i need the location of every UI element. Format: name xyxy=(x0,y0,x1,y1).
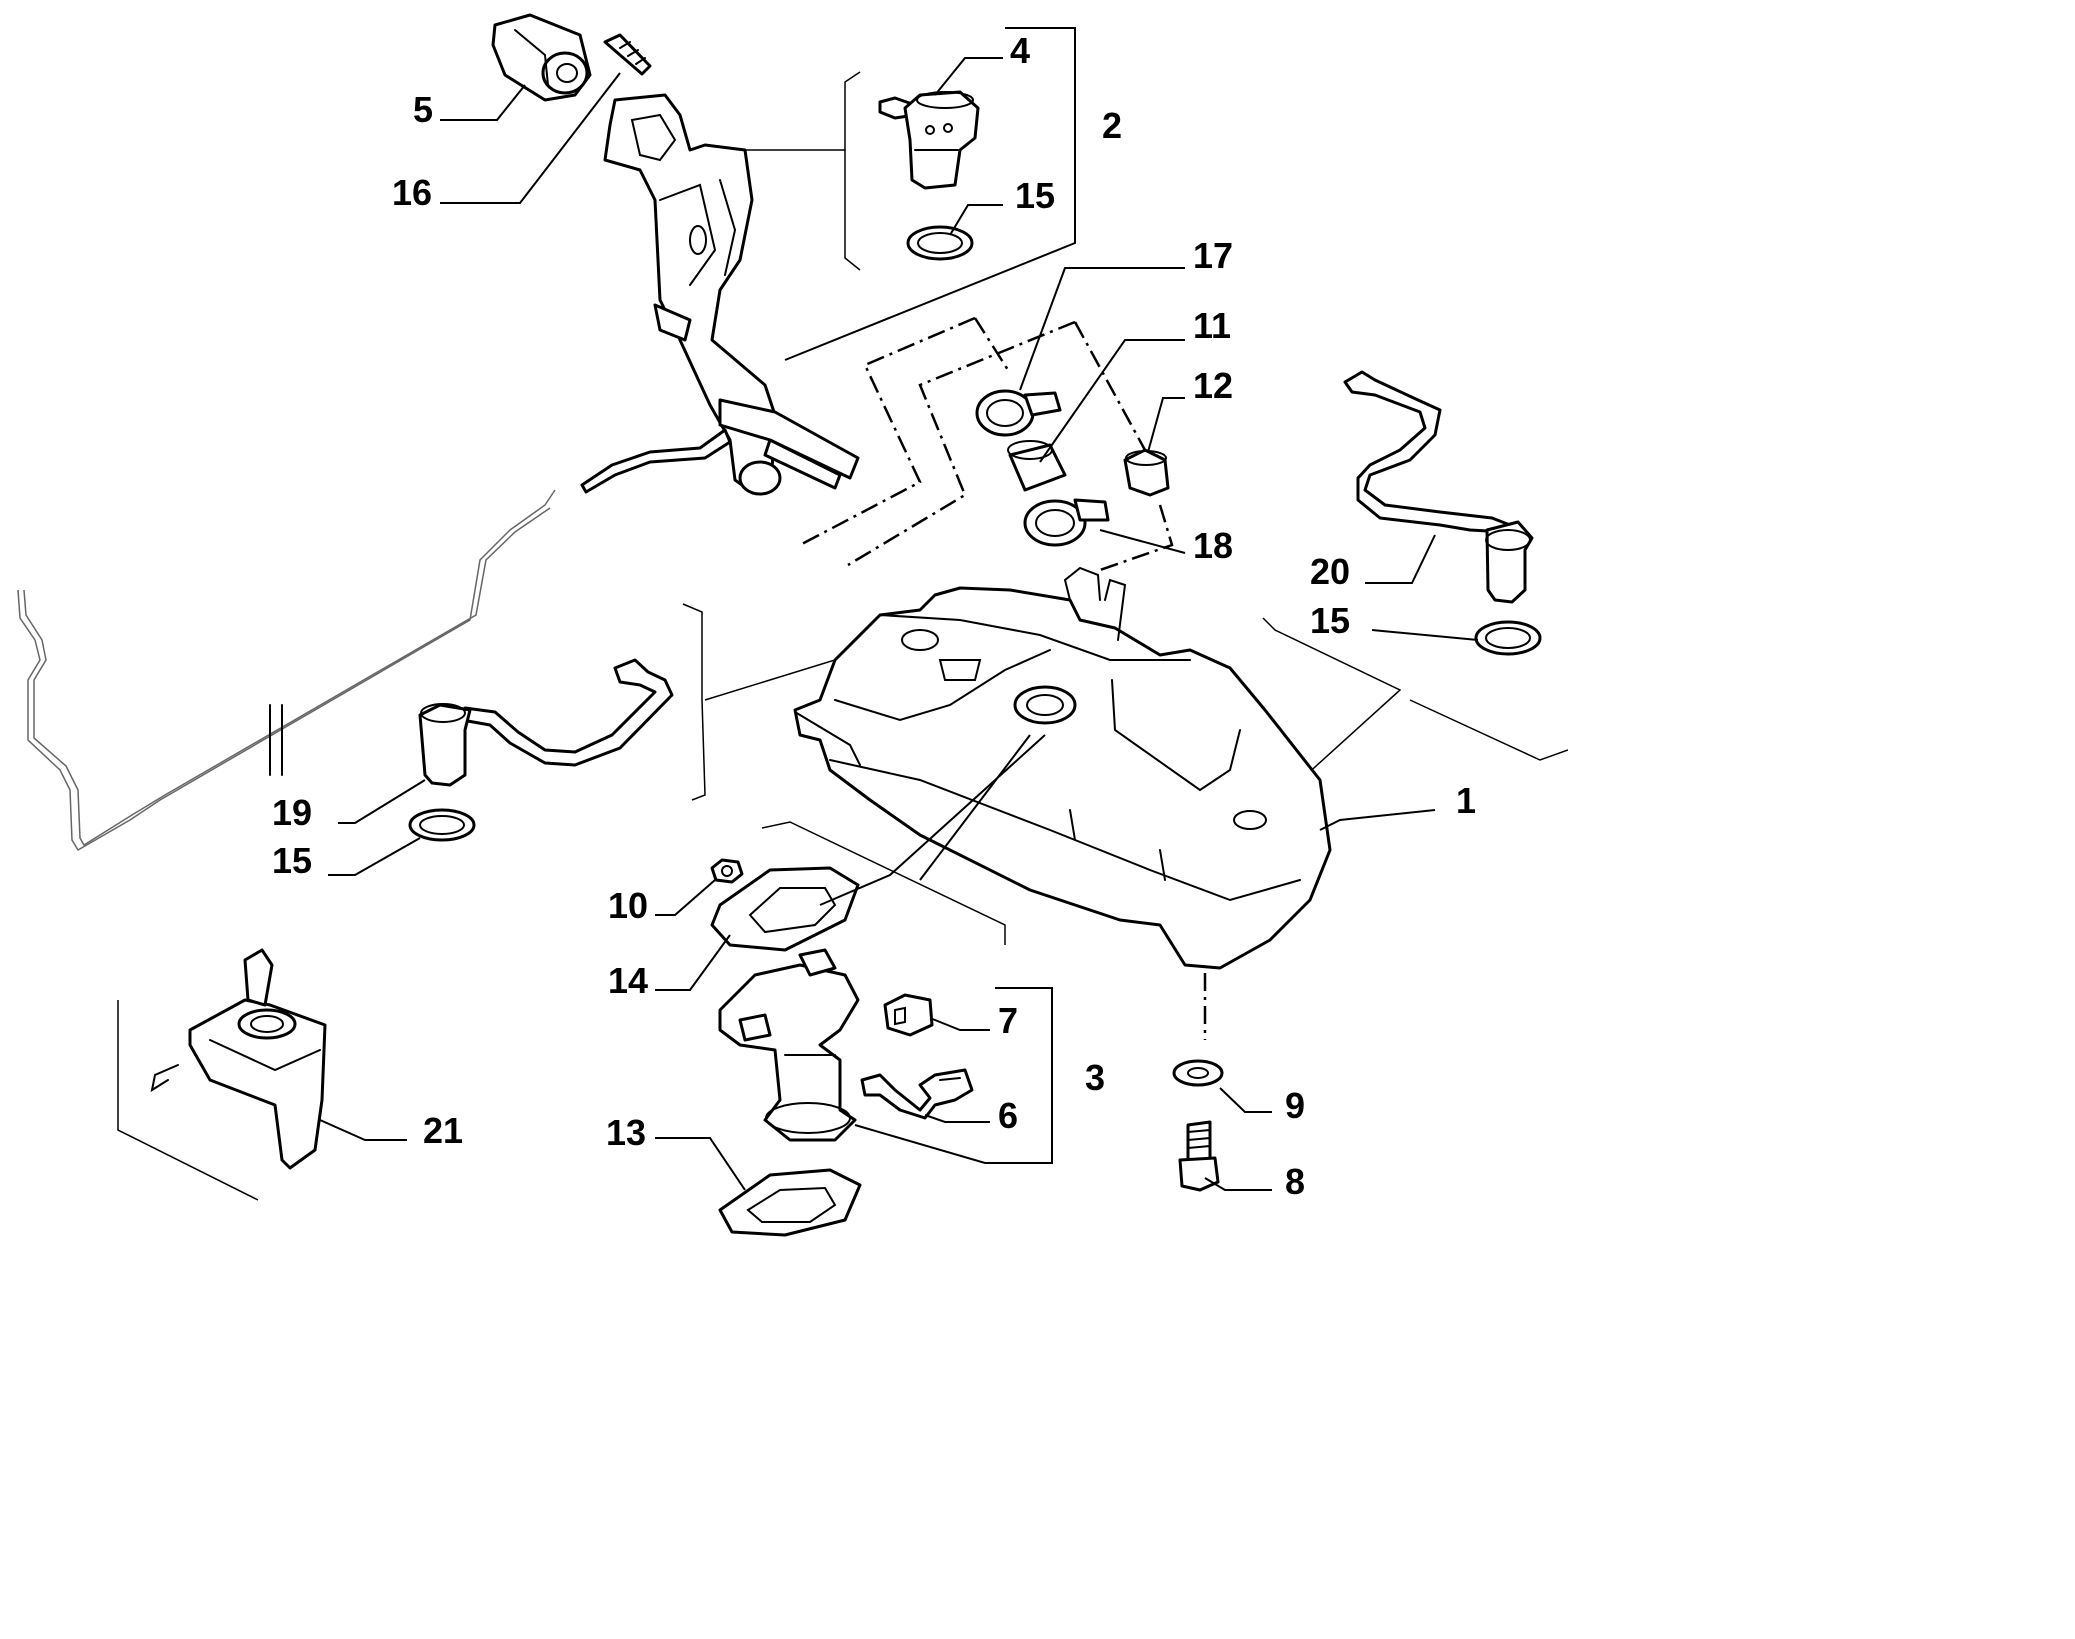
gasket-14 xyxy=(710,866,860,952)
callout-15-top: 15 xyxy=(1015,175,1055,216)
callout-3: 3 xyxy=(1085,1057,1105,1098)
fuel-tank xyxy=(793,566,1332,970)
callout-17: 17 xyxy=(1193,235,1233,276)
callout-21: 21 xyxy=(423,1110,463,1151)
group-brackets xyxy=(117,27,1568,1201)
fuel-sender-19 xyxy=(418,658,674,787)
callout-16: 16 xyxy=(392,172,432,213)
rubber-sleeve-11 xyxy=(1007,440,1067,492)
nut-10 xyxy=(710,858,744,884)
gasket-13 xyxy=(718,1168,862,1237)
callout-13: 13 xyxy=(606,1112,646,1153)
callout-15-right: 15 xyxy=(1310,600,1350,641)
screw-part-16 xyxy=(603,33,652,76)
callout-8: 8 xyxy=(1285,1161,1305,1202)
grommet-12 xyxy=(1123,448,1170,497)
callout-numbers: 1 2 3 4 5 6 7 8 9 10 11 12 13 14 15 15 1… xyxy=(272,30,1476,1202)
filler-neck-assembly xyxy=(580,93,860,496)
callout-10: 10 xyxy=(608,885,648,926)
assembly-dash-lines xyxy=(799,316,1207,1040)
fuel-pump-assembly xyxy=(718,948,860,1142)
callout-14: 14 xyxy=(608,960,648,1001)
callout-7: 7 xyxy=(998,1000,1018,1041)
seal-ring-15-left xyxy=(408,808,476,842)
callout-9: 9 xyxy=(1285,1085,1305,1126)
callout-12: 12 xyxy=(1193,365,1233,406)
callout-15-left: 15 xyxy=(272,840,312,881)
callout-2: 2 xyxy=(1102,105,1122,146)
callout-6: 6 xyxy=(998,1095,1018,1136)
callout-4: 4 xyxy=(1010,30,1030,71)
exploded-parts-diagram: 1 2 3 4 5 6 7 8 9 10 11 12 13 14 15 15 1… xyxy=(17,13,1568,1237)
seal-ring-15-right xyxy=(1474,620,1542,656)
callout-11: 11 xyxy=(1193,305,1231,346)
fuel-filler-cap xyxy=(491,13,592,102)
vent-valve xyxy=(878,90,980,190)
hose-clamp-17 xyxy=(975,389,1062,437)
washer-9 xyxy=(1172,1059,1224,1087)
callout-5: 5 xyxy=(413,89,433,130)
fuel-line-long xyxy=(17,489,556,852)
wiring-harness-6 xyxy=(860,1068,974,1120)
callout-19: 19 xyxy=(272,792,312,833)
connector-7 xyxy=(883,993,934,1037)
hose-clamp-18 xyxy=(1023,498,1110,547)
leader-lines xyxy=(319,57,1479,1191)
callout-18: 18 xyxy=(1193,525,1233,566)
bolt-8 xyxy=(1178,1120,1220,1192)
callout-1: 1 xyxy=(1456,780,1476,821)
seal-ring-15-top xyxy=(906,225,974,261)
fuel-sender-20 xyxy=(1343,370,1534,604)
canister-bracket-21 xyxy=(150,948,327,1170)
callout-20: 20 xyxy=(1310,551,1350,592)
